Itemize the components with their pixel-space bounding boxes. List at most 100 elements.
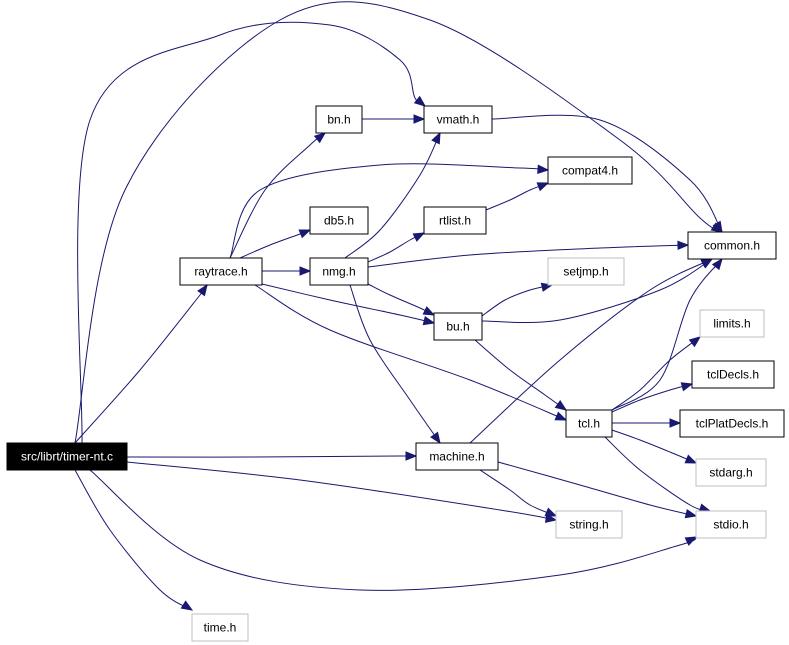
node-box[interactable] [691,360,775,389]
edge-line [611,336,701,411]
node-vmath[interactable]: vmath.h [423,105,493,134]
node-box[interactable] [695,510,767,539]
node-label: limits.h [713,317,750,331]
node-label: nmg.h [322,265,355,279]
edge-line [481,258,713,324]
node-label: stdarg.h [709,466,752,480]
node-tcl[interactable]: tcl.h [565,409,613,438]
edge-root-to-raytrace [74,283,208,444]
node-bu[interactable]: bu.h [433,312,483,341]
node-box[interactable] [547,257,625,286]
node-box[interactable] [433,312,483,341]
arrowhead-icon [197,283,208,297]
node-string[interactable]: string.h [555,510,623,539]
edge-raytrace-to-nmg [261,266,312,276]
node-stdio[interactable]: stdio.h [695,510,767,539]
node-time[interactable]: time.h [191,613,249,642]
edge-nmg-to-vmath [344,131,441,259]
node-label: tclDecls.h [707,368,759,382]
edge-line [491,114,723,233]
node-box[interactable] [555,510,623,539]
node-box[interactable] [315,105,363,134]
node-box[interactable] [191,613,249,642]
edge-vmath-to-common [491,114,723,234]
node-box[interactable] [687,231,777,260]
edge-raytrace-to-bu [261,283,436,326]
node-compat4[interactable]: compat4.h [547,156,633,185]
node-rtlist[interactable]: rtlist.h [423,206,487,235]
node-box[interactable] [423,105,493,134]
edge-nmg-to-common [367,240,690,268]
arrowhead-icon [554,400,568,411]
arrowhead-icon [430,431,441,445]
node-box[interactable] [179,257,263,286]
edge-line [74,469,193,611]
node-box[interactable] [695,458,767,487]
node-box[interactable] [547,156,633,185]
node-box[interactable] [6,442,128,471]
edge-nmg-to-rtlist [367,232,426,263]
node-box[interactable] [309,257,369,286]
edge-raytrace-to-db5 [239,229,312,259]
edge-line [479,469,557,517]
arrowhead-icon [299,266,312,276]
node-box[interactable] [415,442,499,471]
node-setjmp[interactable]: setjmp.h [547,257,625,286]
edge-line [474,339,567,411]
arrowhead-icon [313,132,327,144]
node-common[interactable]: common.h [687,231,777,260]
node-label: bu.h [446,320,469,334]
arrowhead-icon [669,418,682,428]
edge-rtlist-to-compat4 [485,182,550,211]
arrowhead-icon [431,131,441,145]
node-machine[interactable]: machine.h [415,442,499,471]
node-label: vmath.h [437,113,480,127]
edge-root-to-machine [126,451,418,461]
node-label: stdio.h [713,518,748,532]
nodes-layer: src/librt/timer-nt.c raytrace.h bn.h vmath.… [6,105,785,642]
edge-line [611,429,697,464]
arrowhead-icon [422,306,436,316]
node-label: setjmp.h [563,265,608,279]
node-tcldecls[interactable]: tclDecls.h [691,360,775,389]
arrowhead-icon [684,454,698,464]
node-stdarg[interactable]: stdarg.h [695,458,767,487]
edge-line [74,284,208,444]
node-label: raytrace.h [194,265,247,279]
edge-line [344,132,441,259]
edge-line [126,455,418,458]
node-limits[interactable]: limits.h [699,309,765,338]
node-label: string.h [569,518,608,532]
node-box[interactable] [423,206,487,235]
node-box[interactable] [699,309,765,338]
edge-machine-to-stdio [497,461,698,519]
edge-line [74,1,723,444]
edge-bu-to-setjmp [481,282,554,317]
node-label: db5.h [324,214,354,228]
edges-layer [74,1,724,611]
node-root[interactable]: src/librt/timer-nt.c [6,442,128,471]
edge-root-to-stdio [89,469,698,591]
node-label: src/librt/timer-nt.c [21,450,113,464]
edge-tcl-to-common [611,257,723,411]
node-label: common.h [704,239,760,253]
node-box[interactable] [565,409,613,438]
node-db5[interactable]: db5.h [309,206,369,235]
node-label: machine.h [429,450,484,464]
arrowhead-icon [412,232,426,242]
edge-line [469,258,713,444]
node-bn[interactable]: bn.h [315,105,363,134]
node-tclplatdecls[interactable]: tclPlatDecls.h [679,409,785,438]
edge-root-to-string [126,461,558,523]
node-box[interactable] [309,206,369,235]
node-label: time.h [204,621,237,635]
arrowhead-icon [712,220,723,234]
node-nmg[interactable]: nmg.h [309,257,369,286]
edge-nmg-to-machine [349,284,441,445]
node-label: rtlist.h [439,214,471,228]
node-box[interactable] [679,409,785,438]
node-raytrace[interactable]: raytrace.h [179,257,263,286]
arrowhead-icon [677,240,690,251]
arrowhead-icon [684,508,698,519]
edge-tcl-to-stdarg [611,429,698,464]
